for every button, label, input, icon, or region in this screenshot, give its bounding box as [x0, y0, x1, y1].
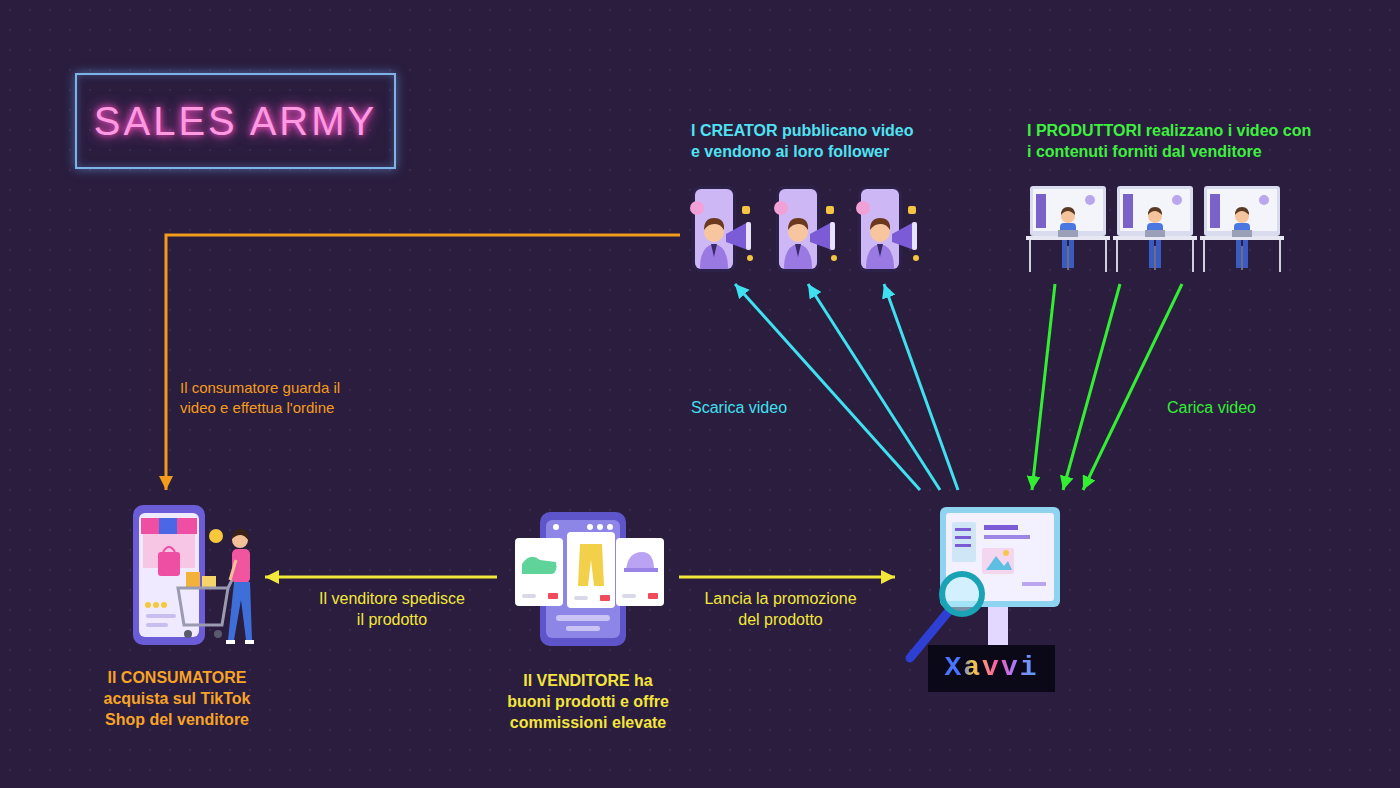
xavvi-monitor-part	[955, 528, 971, 531]
seller-illustration-part	[548, 593, 558, 599]
consumer-illustration-part	[232, 529, 249, 541]
edge-label: Lancia la promozione del prodotto	[698, 588, 863, 630]
connectors	[166, 235, 1182, 577]
consumer-illustration-part	[209, 529, 223, 543]
node-caption: Il VENDITORE ha buoni prodotti e offre c…	[503, 670, 673, 733]
creator-phones-part	[856, 186, 919, 272]
caption-block: Il VENDITORE ha buoni prodotti e offre c…	[503, 670, 673, 733]
flow-arrow	[166, 235, 680, 490]
producer-desks-part	[1113, 186, 1197, 272]
seller-illustration-part	[648, 593, 658, 599]
consumer-illustration-part	[145, 602, 151, 608]
seller-illustration-part	[553, 524, 559, 530]
seller-node: Il VENDITORE ha buoni prodotti e offre c…	[497, 505, 679, 737]
consumer-illustration-part	[141, 518, 159, 534]
seller-illustration-part	[624, 568, 658, 572]
producer-group: I PRODUTTORI realizzano i video con i co…	[1020, 114, 1340, 284]
edge-label: Carica video	[1167, 397, 1287, 418]
title-box: SALES ARMY	[75, 73, 396, 169]
flow-arrow	[884, 284, 958, 490]
xavvi-monitor-part	[986, 556, 1012, 570]
creator-phones	[690, 186, 919, 272]
consumer-illustration-part	[146, 623, 168, 627]
xavvi-monitor-part	[1022, 582, 1046, 586]
edge-label: Il venditore spedisce il prodotto	[317, 588, 467, 630]
seller-illustration-part	[566, 626, 600, 631]
creator-group: I CREATOR pubblicano video e vendono ai …	[680, 114, 950, 284]
creator-phones-part	[774, 186, 837, 272]
seller-illustration-part	[515, 538, 563, 606]
seller-illustration-part	[587, 524, 593, 530]
consumer-illustration-part	[158, 552, 180, 576]
consumer-illustration-part	[186, 572, 200, 588]
xavvi-monitor-part	[952, 522, 976, 562]
seller-illustration-part	[607, 524, 613, 530]
node-caption: I PRODUTTORI realizzano i video con i co…	[1027, 120, 1315, 162]
consumer-illustration-part	[228, 582, 252, 640]
xavvi-monitor	[910, 507, 1060, 658]
flow-arrow	[265, 576, 497, 579]
diagram-title: SALES ARMY	[94, 99, 377, 144]
consumer-illustration-part	[159, 518, 177, 534]
flow-arrow	[1063, 284, 1120, 490]
consumer-illustration-part	[214, 630, 222, 638]
seller-illustration-part	[574, 596, 588, 600]
node-caption: Il CONSUMATORE acquista sul TikTok Shop …	[97, 667, 257, 730]
consumer-illustration-part	[230, 560, 236, 580]
seller-illustration	[515, 512, 664, 646]
seller-illustration-part	[522, 594, 536, 598]
consumer-node: Il CONSUMATORE acquista sul TikTok Shop …	[90, 490, 265, 735]
xavvi-monitor-part	[984, 535, 1030, 539]
consumer-illustration-part	[146, 614, 176, 618]
consumer-illustration-part	[245, 640, 254, 644]
flow-arrow	[679, 576, 895, 579]
seller-illustration-part	[567, 532, 615, 608]
producer-desks-part	[1200, 186, 1284, 272]
flow-arrow	[1083, 284, 1182, 490]
xavvi-monitor-part	[1003, 550, 1009, 556]
consumer-illustration-part	[184, 630, 192, 638]
seller-illustration-part	[622, 594, 636, 598]
seller-illustration-part	[600, 595, 610, 601]
creator-phones-part	[690, 186, 753, 272]
seller-illustration-part	[578, 544, 604, 586]
node-caption: I CREATOR pubblicano video e vendono ai …	[691, 120, 923, 162]
caption-block: I CREATOR pubblicano video e vendono ai …	[691, 120, 923, 162]
xavvi-platform: Xavvi	[895, 490, 1090, 696]
seller-illustration-part	[597, 524, 603, 530]
platform-name: Xavvi	[944, 653, 1038, 684]
producer-desks-part	[1026, 186, 1110, 272]
name-badge: Xavvi	[928, 645, 1055, 692]
seller-illustration-part	[522, 557, 557, 574]
xavvi-monitor-part	[955, 544, 971, 547]
consumer-illustration-part	[178, 588, 228, 625]
consumer-illustration-part	[163, 547, 175, 552]
consumer-illustration-part	[139, 513, 199, 637]
edge-label: Il consumatore guarda il video e effettu…	[180, 378, 370, 418]
consumer-illustration	[133, 505, 254, 645]
xavvi-monitor-part	[955, 536, 971, 539]
consumer-illustration-part	[177, 518, 197, 534]
flow-arrow	[1032, 284, 1055, 490]
consumer-illustration-part	[226, 640, 235, 644]
caption-block: I PRODUTTORI realizzano i video con i co…	[1027, 120, 1315, 162]
consumer-illustration-part	[161, 602, 167, 608]
xavvi-monitor-part	[982, 548, 1014, 574]
seller-illustration-part	[556, 615, 610, 621]
xavvi-monitor-part	[984, 525, 1018, 530]
producer-desks	[1026, 186, 1284, 272]
edge-label: Scarica video	[691, 397, 821, 418]
seller-illustration-part	[616, 538, 664, 606]
caption-block: Il CONSUMATORE acquista sul TikTok Shop …	[97, 667, 257, 730]
seller-illustration-part	[626, 552, 654, 570]
xavvi-monitor-part	[942, 574, 982, 614]
consumer-illustration-part	[202, 576, 216, 588]
consumer-illustration-part	[153, 602, 159, 608]
